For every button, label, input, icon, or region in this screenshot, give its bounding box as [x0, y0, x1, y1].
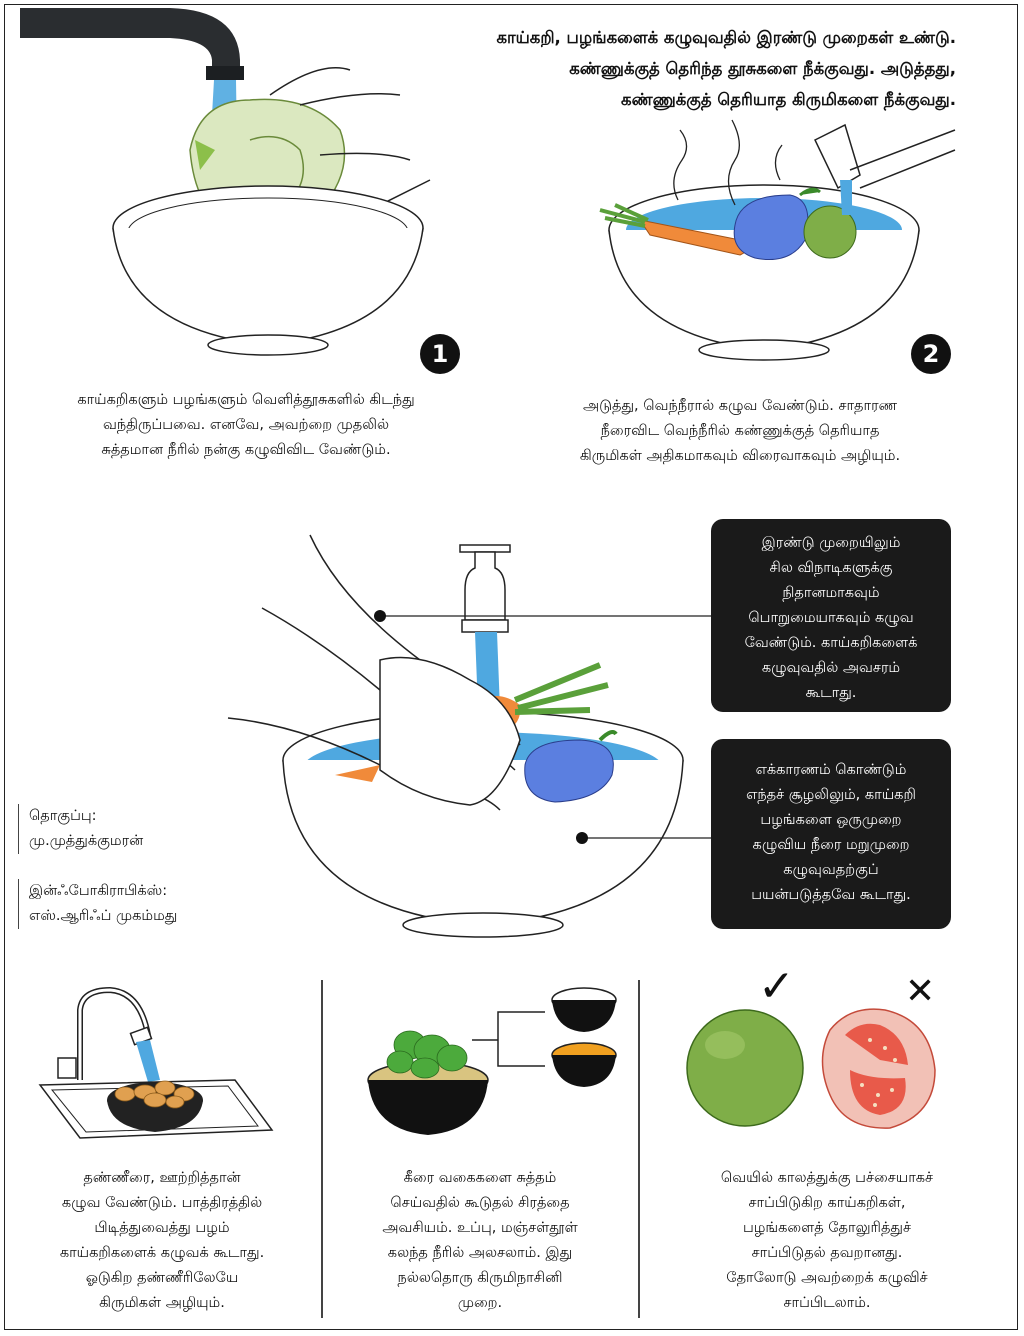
sink-water-stream [136, 1040, 160, 1082]
credit-label: தொகுப்பு: [29, 808, 97, 824]
tip-line: நல்லதொரு கிருமிநாசினி [397, 1270, 563, 1286]
headline-line: கண்ணுக்குத் தெரியாத கிருமிகளை நீக்குவது. [621, 90, 956, 109]
tip3-text: வெயில் காலத்துக்கு பச்சையாகச் சாப்பிடுகி… [652, 1166, 1002, 1316]
tip-line: காய்கறிகளைக் கழுவக் கூடாது. [59, 1245, 265, 1261]
credit-graphics: இன்ஃபோகிராபிக்ஸ்: எஸ்.ஆரிஃப் முகம்மது [18, 879, 177, 929]
step1-line: சுத்தமான நீரில் நன்கு கழுவிவிட வேண்டும். [101, 442, 391, 458]
tip2-text: கீரை வகைகளை சுத்தம் செய்வதில் கூடுதல் சி… [334, 1166, 626, 1316]
whole-guava-icon [686, 1009, 804, 1127]
tap-nozzle [206, 66, 244, 80]
step-number-badge: 2 [911, 334, 951, 374]
note-box-reuse: எக்காரணம் கொண்டும் எந்தச் சூழலிலும், காய… [711, 739, 951, 929]
note-line: பழங்களை ஒருமுறை [760, 812, 902, 828]
potatoes-icon [114, 1080, 195, 1109]
note-line: கழுவுவதில் அவசரம் [761, 660, 901, 676]
step-number-badge: 1 [420, 334, 460, 374]
step1-bowl-body [112, 227, 424, 346]
spinach-icon [386, 1030, 468, 1079]
tip-line: சாப்பிடுகிற காய்கறிகள், [748, 1195, 906, 1211]
tip-line: தோலோடு அவற்றைக் கழுவிச் [726, 1270, 928, 1286]
kettle-spout [814, 123, 861, 190]
column-divider [321, 980, 323, 1318]
headline-line: காய்கறி, பழங்களைக் கழுவுவதில் இரண்டு முற… [496, 28, 956, 47]
step2-text: அடுத்து, வெந்நீரால் கழுவ வேண்டும். சாதார… [520, 394, 960, 469]
credit-name: மு.முத்துக்குமரன் [29, 833, 144, 849]
note-line: பொறுமையாகவும் கழுவ [748, 610, 914, 626]
cross-icon: ✕ [905, 971, 936, 1012]
tip-line: பிடித்துவைத்து பழம் [94, 1220, 230, 1236]
step1-text: காய்கறிகளும் பழங்களும் வெளித்தூசுகளில் க… [20, 388, 472, 463]
note-line: நிதானமாகவும் [782, 585, 880, 601]
tip1-text: தண்ணீரை, ஊற்றித்தான் கழுவ வேண்டும். பாத்… [12, 1166, 312, 1316]
tip2-illustration [367, 987, 617, 1135]
headline-line: கண்ணுக்குத் தெரிந்த தூசுகளை நீக்குவது. அ… [569, 59, 956, 78]
tip-line: கீரை வகைகளை சுத்தம் [403, 1170, 557, 1186]
tip-line: வெயில் காலத்துக்கு பச்சையாகச் [720, 1170, 934, 1186]
step2-illustration [599, 119, 956, 361]
step2-line: அடுத்து, வெந்நீரால் கழுவ வேண்டும். சாதார… [582, 398, 898, 414]
tip-line: கிருமிகள் அழியும். [99, 1295, 225, 1311]
greens-bowl-body [368, 1080, 488, 1135]
bracket-connector [472, 1011, 545, 1067]
note-line: கழுவிய நீரை மறுமுறை [752, 837, 910, 853]
check-icon: ✓ [758, 961, 795, 1012]
note-line: எக்காரணம் கொண்டும் [755, 762, 907, 778]
tip-line: அவசியம். உப்பு, மஞ்சள்தூள் [382, 1220, 578, 1236]
tip-line: சாப்பிடலாம். [783, 1295, 871, 1311]
headline: காய்கறி, பழங்களைக் கழுவுவதில் இரண்டு முற… [336, 22, 956, 115]
small-tap-top [459, 544, 511, 553]
middle-eggplant-icon [524, 739, 614, 803]
tip-line: பழங்களைத் தோலுரித்துச் [742, 1220, 912, 1236]
middle-illustration [227, 534, 712, 938]
note-box-patience: இரண்டு முறையிலும் சில விநாடிகளுக்கு நிதா… [711, 519, 951, 712]
note-line: கூடாது. [805, 685, 857, 701]
note-line: கழுவுவதற்குப் [783, 862, 879, 878]
step1-line: வந்திருப்பவை. எனவே, அவற்றை முதலில் [102, 417, 390, 433]
hand-left-outline [269, 67, 411, 161]
credit-name: எஸ்.ஆரிஃப் முகம்மது [29, 908, 178, 924]
tip-line: கழுவ வேண்டும். பாத்திரத்தில் [61, 1195, 263, 1211]
step2-line: கிருமிகள் அதிகமாகவும் விரைவாகவும் அழியும… [579, 448, 901, 464]
steam-lines [673, 119, 783, 206]
note-line: பயன்படுத்தவே கூடாது. [751, 887, 911, 903]
small-tap-body [464, 551, 506, 621]
tap-pipe [20, 8, 240, 70]
page-frame [4, 4, 1018, 1330]
note-line: வேண்டும். காய்கறிகளைக் [744, 635, 918, 651]
note-line: சில விநாடிகளுக்கு [769, 560, 893, 576]
step2-water-pour [840, 180, 852, 215]
step2-line: நீரைவிட வெந்நீரில் கண்ணுக்குத் தெரியாத [600, 423, 880, 439]
tip-line: கலந்த நீரில் அலசலாம். இது [387, 1245, 573, 1261]
step1-line: காய்கறிகளும் பழங்களும் வெளித்தூசுகளில் க… [77, 392, 415, 408]
column-divider [638, 980, 640, 1318]
tip-line: சாப்பிடுதல் தவறானது. [751, 1245, 903, 1261]
tip3-illustration [686, 1008, 936, 1129]
tip-line: தண்ணீரை, ஊற்றித்தான் [83, 1170, 241, 1186]
tip-line: ஓடுகிற தண்ணீரிலேயே [85, 1270, 239, 1286]
note-line: எந்தச் சூழலிலும், காய்கறி [746, 787, 916, 803]
note-line: இரண்டு முறையிலும் [761, 535, 901, 551]
credit-compiler: தொகுப்பு: மு.முத்துக்குமரன் [18, 804, 143, 854]
tip1-illustration [38, 986, 274, 1139]
credit-label: இன்ஃபோகிராபிக்ஸ்: [29, 883, 168, 899]
tip-line: முறை. [457, 1295, 503, 1311]
step1-illustration [20, 8, 431, 356]
tip-line: செய்வதில் கூடுதல் சிரத்தை [390, 1195, 570, 1211]
guava-small-icon [803, 205, 857, 259]
